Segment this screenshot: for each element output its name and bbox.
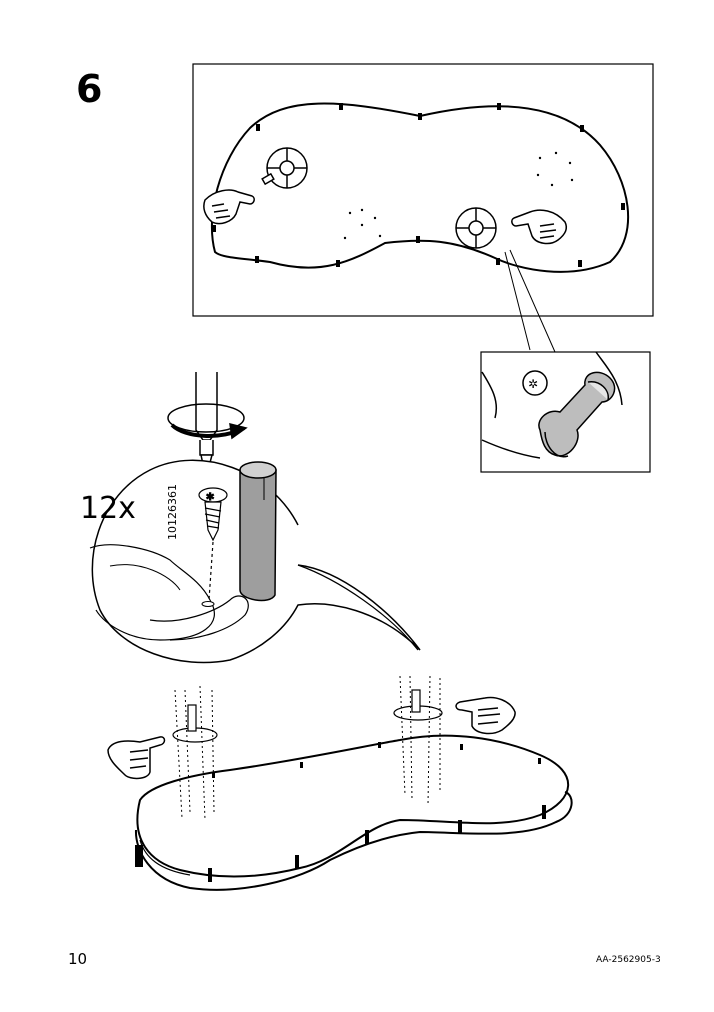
tabletop-underside-assembly [107, 675, 573, 891]
table-leg [239, 461, 277, 602]
rotate-clockwise-icon [167, 403, 248, 440]
magnified-detail-circle: ✲ [89, 459, 421, 664]
svg-text:✲: ✲ [528, 377, 538, 391]
felt-pad [538, 371, 616, 458]
pointing-hand-icon [455, 696, 516, 735]
screw-quantity: 12x [80, 491, 136, 526]
tabletop-top-view-panel [192, 63, 654, 353]
leg-plate-left [261, 147, 308, 189]
document-code: AA-2562905-3 [596, 955, 661, 965]
leg-plate-right [455, 207, 497, 249]
pointing-hand-icon [511, 209, 568, 245]
step-number: 6 [76, 67, 103, 111]
svg-text:✲: ✲ [206, 492, 214, 503]
screw-part-number: 10126361 [166, 484, 179, 540]
pad-detail-panel: ✲ [480, 351, 651, 473]
pointing-hand-icon [107, 736, 166, 780]
page-number: 10 [68, 950, 88, 968]
screw-icon: ✲ [198, 487, 228, 601]
pointing-hand-icon [203, 189, 255, 225]
tabletop-outline [211, 102, 630, 273]
